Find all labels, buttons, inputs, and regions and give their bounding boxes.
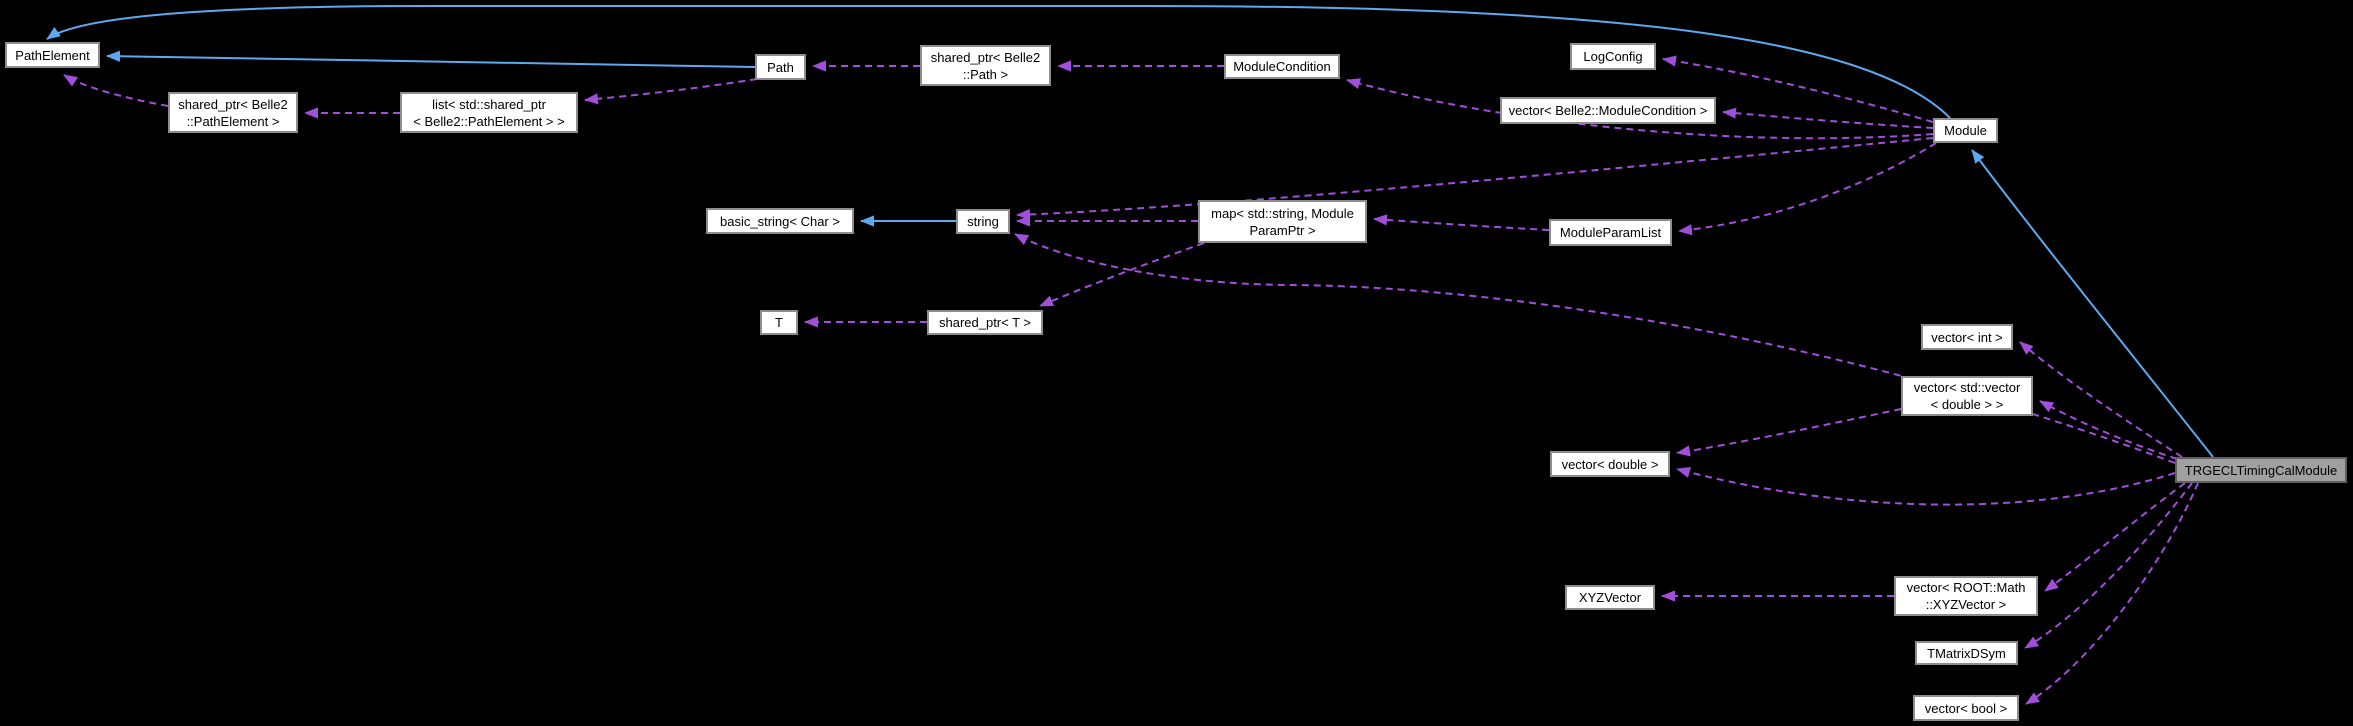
edge-path-pathelement (106, 50, 756, 68)
node-vector_double[interactable]: vector< double > (1550, 451, 1670, 477)
node-vector_modulecondition[interactable]: vector< Belle2::ModuleCondition > (1500, 97, 1716, 124)
node-vector_vector_double[interactable]: vector< std::vector < double > > (1901, 376, 2033, 416)
edge-module-logconfig (1662, 55, 1934, 123)
edge-trgecltimingcalmodule-vector_vector_double (2039, 400, 2178, 460)
edge-trgecltimingcalmodule-string (1014, 233, 2176, 464)
edge-trgecltimingcalmodule-vector_bool (2025, 482, 2199, 705)
node-sp_path[interactable]: shared_ptr< Belle2 ::Path > (920, 45, 1051, 86)
node-sp_t[interactable]: shared_ptr< T > (927, 310, 1043, 335)
edge-moduleparamlist-map_moduleparamptr (1373, 214, 1550, 231)
node-string[interactable]: string (956, 209, 1010, 234)
edge-trgecltimingcalmodule-vector_xyzvector (2044, 482, 2186, 592)
node-list_sp_pathelement[interactable]: list< std::shared_ptr < Belle2::PathElem… (400, 92, 578, 133)
node-basic_string[interactable]: basic_string< Char > (706, 208, 854, 234)
node-module[interactable]: Module (1933, 118, 1998, 143)
edge-module-modulecondition (1346, 78, 1934, 140)
node-xyzvector[interactable]: XYZVector (1565, 585, 1655, 610)
edge-module-moduleparamlist (1678, 142, 1937, 236)
node-tmatrixdsym[interactable]: TMatrixDSym (1915, 641, 2018, 665)
edge-map_moduleparamptr-sp_t (1039, 242, 1205, 307)
node-logconfig[interactable]: LogConfig (1570, 43, 1656, 70)
node-t[interactable]: T (760, 310, 798, 335)
edge-module-pathelement (46, 5, 1951, 119)
edge-vector_vector_double-vector_double (1676, 408, 1902, 457)
node-modulecondition[interactable]: ModuleCondition (1224, 54, 1340, 79)
edge-path-list_sp_pathelement (584, 78, 758, 105)
node-map_moduleparamptr[interactable]: map< std::string, Module ParamPtr > (1198, 200, 1367, 243)
node-sp_pathelement[interactable]: shared_ptr< Belle2 ::PathElement > (168, 92, 298, 133)
node-vector_bool[interactable]: vector< bool > (1913, 695, 2019, 721)
node-path[interactable]: Path (755, 54, 806, 80)
edge-trgecltimingcalmodule-tmatrixdsym (2024, 482, 2193, 649)
edge-sp_pathelement-pathelement (63, 74, 169, 107)
node-pathelement[interactable]: PathElement (5, 42, 100, 68)
edge-trgecltimingcalmodule-vector_int (2019, 341, 2183, 458)
edge-trgecltimingcalmodule-vector_double (1676, 466, 2176, 506)
edge-module-vector_modulecondition (1722, 107, 1934, 129)
node-moduleparamlist[interactable]: ModuleParamList (1549, 219, 1672, 246)
edge-module-string (1016, 137, 1934, 221)
edge-trgecltimingcalmodule-module (1971, 149, 2214, 458)
node-vector_xyzvector[interactable]: vector< ROOT::Math ::XYZVector > (1894, 576, 2038, 616)
node-trgecltimingcalmodule: TRGECLTimingCalModule (2175, 457, 2347, 483)
node-vector_int[interactable]: vector< int > (1921, 324, 2013, 350)
